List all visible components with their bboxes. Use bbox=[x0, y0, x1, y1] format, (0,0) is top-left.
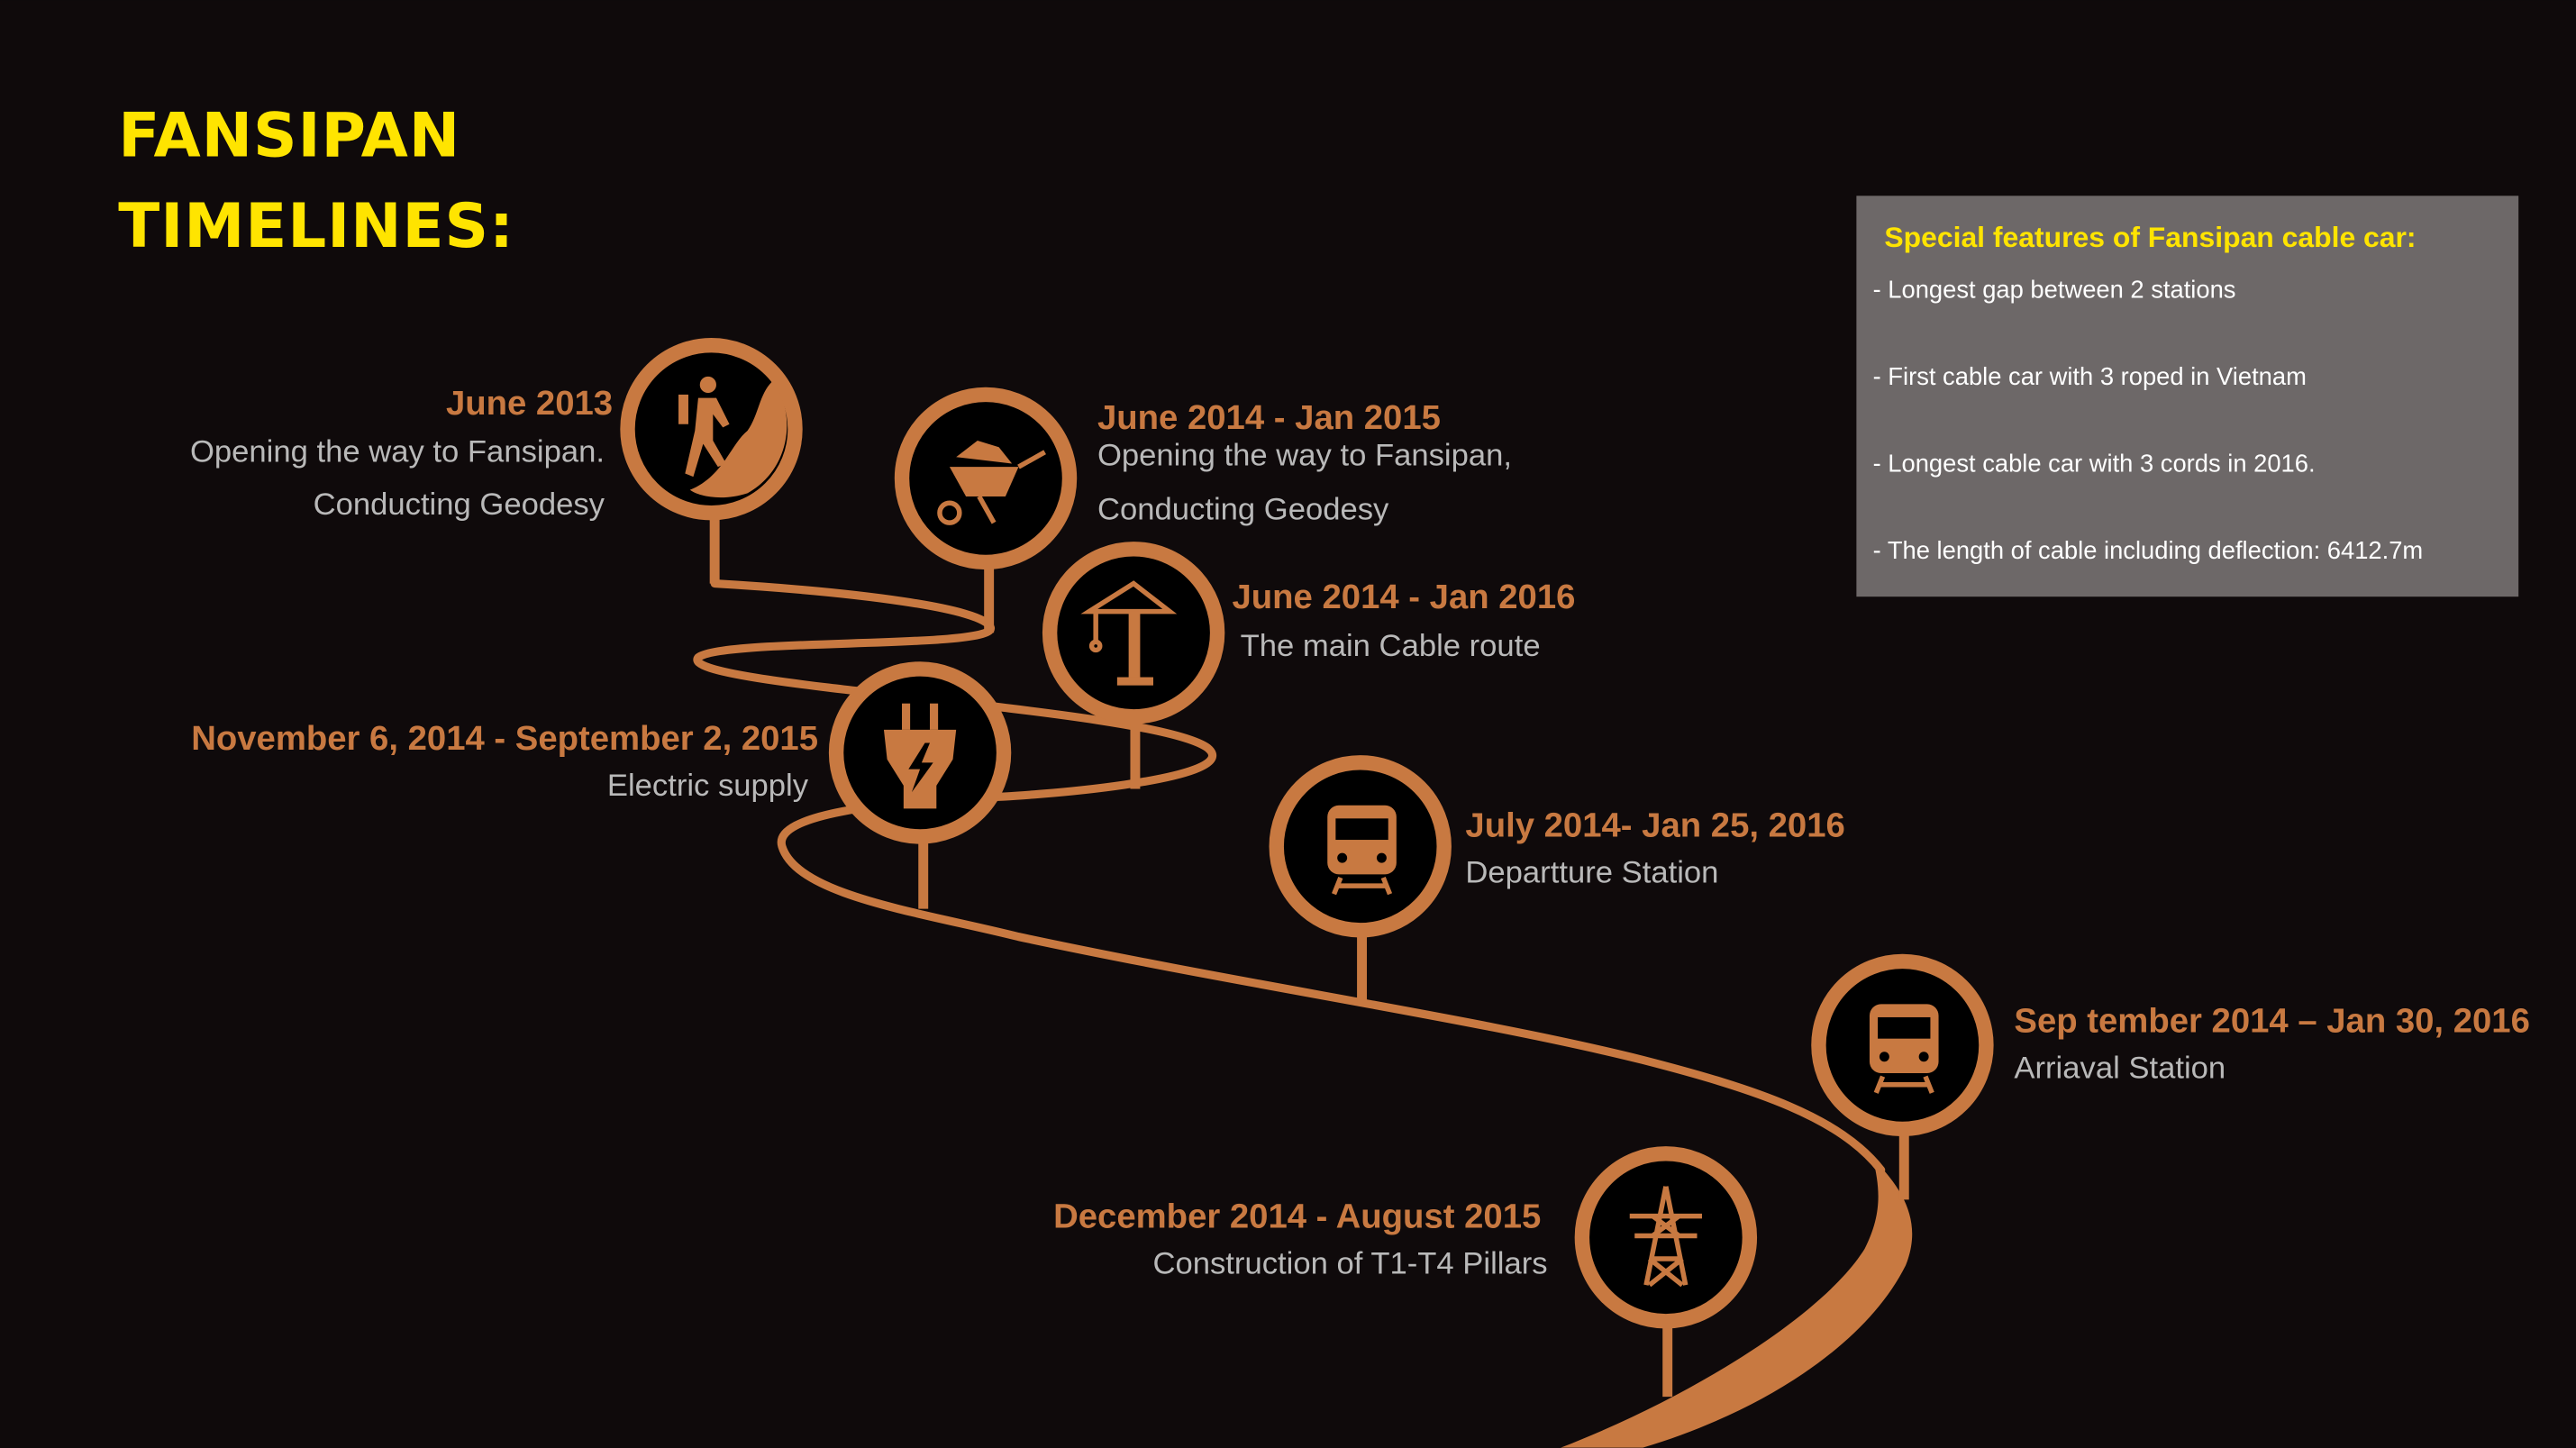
features-title: Special features of Fansipan cable car: bbox=[1884, 221, 2416, 253]
features-panel: Special features of Fansipan cable car: … bbox=[1856, 196, 2519, 597]
milestone-desc: Construction of T1-T4 Pillars bbox=[1152, 1246, 1547, 1280]
feature-item: - Longest gap between 2 stations bbox=[1873, 275, 2236, 303]
title-line-1: FANSIPAN bbox=[118, 100, 460, 171]
milestone-desc: Opening the way to Fansipan. bbox=[190, 435, 605, 469]
milestone-june-2014-jan-2016: June 2014 - Jan 2016 The main Cable rout… bbox=[1042, 542, 1576, 724]
milestone-desc: Departture Station bbox=[1465, 855, 1718, 889]
milestone-desc: Conducting Geodesy bbox=[1097, 492, 1389, 526]
train-icon bbox=[1869, 1004, 1939, 1094]
hiker-icon bbox=[678, 376, 787, 498]
milestone-date: June 2014 - Jan 2015 bbox=[1097, 398, 1441, 437]
milestone-departure-station: July 2014- Jan 25, 2016 Departture Stati… bbox=[1269, 755, 1845, 938]
plug-icon bbox=[883, 703, 957, 809]
milestone-date: Sep tember 2014 – Jan 30, 2016 bbox=[2014, 1001, 2529, 1040]
milestone-desc: Arriaval Station bbox=[2014, 1051, 2226, 1085]
milestone-date: July 2014- Jan 25, 2016 bbox=[1465, 806, 1844, 844]
milestone-desc: Opening the way to Fansipan, bbox=[1097, 438, 1512, 472]
milestone-electric-supply: November 6, 2014 - September 2, 2015 Ele… bbox=[191, 661, 1012, 844]
milestone-desc: Conducting Geodesy bbox=[314, 487, 605, 522]
milestone-desc: The main Cable route bbox=[1241, 629, 1541, 663]
crane-icon bbox=[1080, 580, 1178, 686]
milestone-desc: Electric supply bbox=[607, 769, 809, 803]
road-wide-segment bbox=[1561, 1158, 1913, 1448]
feature-item: - First cable car with 3 roped in Vietna… bbox=[1873, 362, 2307, 390]
title-line-2: TIMELINES: bbox=[118, 190, 514, 261]
milestone-date: June 2013 bbox=[446, 384, 613, 423]
milestone-date: June 2014 - Jan 2016 bbox=[1233, 578, 1576, 616]
feature-item: - Longest cable car with 3 cords in 2016… bbox=[1873, 450, 2316, 478]
milestone-june-2014-jan-2015: June 2014 - Jan 2015 Opening the way to … bbox=[894, 387, 1512, 570]
milestone-date: December 2014 - August 2015 bbox=[1053, 1197, 1541, 1235]
feature-item: - The length of cable including deflecti… bbox=[1873, 536, 2424, 564]
milestone-june-2013: June 2013 Opening the way to Fansipan. C… bbox=[190, 338, 803, 522]
pylon-icon bbox=[1629, 1186, 1702, 1288]
wheelbarrow-icon bbox=[937, 440, 1046, 525]
milestone-pillars: December 2014 - August 2015 Construction… bbox=[1053, 1146, 1758, 1329]
milestone-arrival-station: Sep tember 2014 – Jan 30, 2016 Arriaval … bbox=[1811, 953, 2530, 1137]
milestone-date: November 6, 2014 - September 2, 2015 bbox=[191, 719, 818, 758]
features-panel-bg bbox=[1856, 196, 2519, 597]
train-icon bbox=[1327, 805, 1397, 896]
